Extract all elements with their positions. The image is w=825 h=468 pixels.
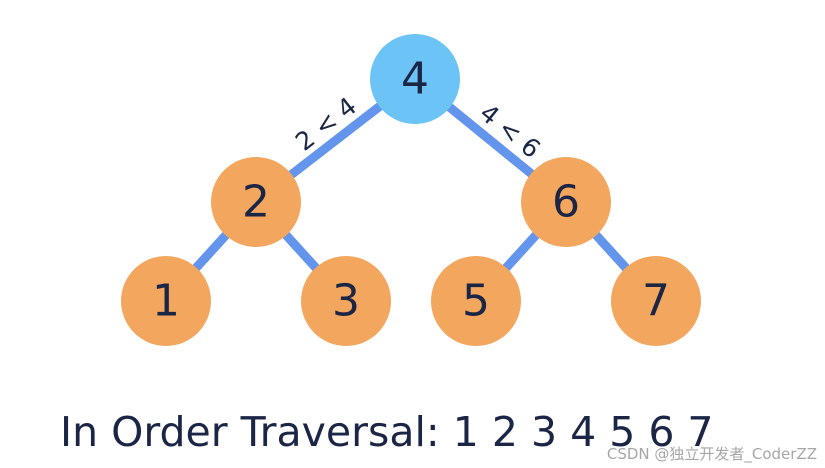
watermark: CSDN @独立开发者_CoderZZ xyxy=(606,445,817,463)
node-7-circle xyxy=(611,256,701,346)
node-2-label: 2 xyxy=(242,177,270,228)
node-3: 3 xyxy=(301,256,391,346)
node-3-circle xyxy=(301,256,391,346)
node-6-circle xyxy=(521,157,611,247)
node-5-label: 5 xyxy=(462,276,490,327)
traversal-caption: In Order Traversal: 1 2 3 4 5 6 7 xyxy=(60,408,714,456)
node-1-circle xyxy=(121,256,211,346)
node-4: 4 xyxy=(370,34,460,124)
node-7: 7 xyxy=(611,256,701,346)
node-5: 5 xyxy=(431,256,521,346)
node-4-label: 4 xyxy=(401,54,429,105)
node-2-circle xyxy=(211,157,301,247)
node-4-circle xyxy=(370,34,460,124)
node-1-label: 1 xyxy=(152,276,180,327)
node-5-circle xyxy=(431,256,521,346)
node-1: 1 xyxy=(121,256,211,346)
node-6-label: 6 xyxy=(552,177,580,228)
node-6: 6 xyxy=(521,157,611,247)
node-3-label: 3 xyxy=(332,276,360,327)
node-2: 2 xyxy=(211,157,301,247)
node-7-label: 7 xyxy=(642,276,670,327)
